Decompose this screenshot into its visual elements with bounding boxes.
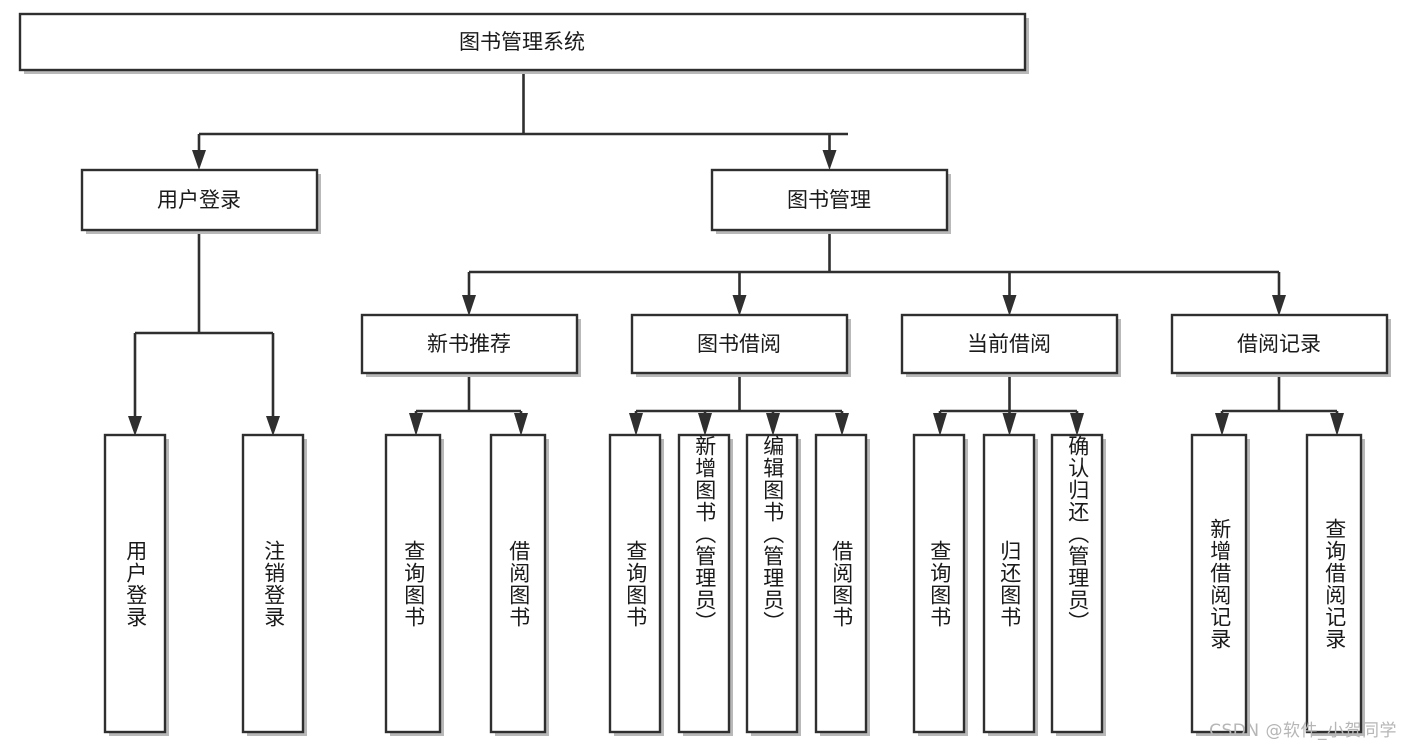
arrow-head-leaf-currentborrow-2 xyxy=(1002,413,1017,436)
node-user-login-label: 用户登录 xyxy=(157,188,241,212)
leaf-new-book-2-rect[interactable] xyxy=(489,433,547,734)
node-current-borrow-rect[interactable] xyxy=(900,313,1119,375)
leaf-book-borrow-4-rect[interactable] xyxy=(814,433,868,734)
leaf-book-borrow-2-rect[interactable] xyxy=(677,433,731,734)
node-root[interactable]: 图书管理系统 xyxy=(18,12,1029,74)
leaf-current-borrow-1[interactable] xyxy=(912,433,968,736)
node-new-book-recommend-label: 新书推荐 xyxy=(427,332,511,356)
arrow-head-borrowrecord xyxy=(1272,295,1286,316)
leaf-user-login-2-rect[interactable] xyxy=(241,433,305,734)
arrow-head-userlogin xyxy=(192,150,206,170)
leaf-book-borrow-1-rect[interactable] xyxy=(608,433,662,734)
arrow-head-leaf-borrowrecord-1 xyxy=(1215,413,1229,436)
leaf-new-book-2[interactable] xyxy=(489,433,549,736)
csdn-watermark: CSDN @软件_小贺同学 xyxy=(1209,721,1397,741)
node-user-login-rect[interactable] xyxy=(80,168,319,232)
node-book-borrow-label: 图书借阅 xyxy=(697,332,781,356)
node-root-label: 图书管理系统 xyxy=(459,30,585,54)
arrow-head-leaf-bookborrow-2 xyxy=(698,413,712,436)
arrow-head-newbook xyxy=(462,295,476,316)
leaf-borrow-record-1-rect[interactable] xyxy=(1190,433,1248,734)
node-root-rect[interactable] xyxy=(18,12,1027,72)
leaf-current-borrow-2[interactable] xyxy=(982,433,1038,736)
leaf-book-borrow-2[interactable] xyxy=(677,433,733,736)
node-book-management-label: 图书管理 xyxy=(787,188,871,212)
node-borrow-record-label: 借阅记录 xyxy=(1237,332,1321,356)
leaf-current-borrow-2-rect[interactable] xyxy=(982,433,1036,734)
leaf-current-borrow-3[interactable] xyxy=(1050,433,1106,736)
node-book-borrow[interactable]: 图书借阅 xyxy=(630,313,851,377)
leaf-new-book-1[interactable] xyxy=(384,433,444,736)
arrow-head-bookborrow xyxy=(732,295,747,316)
node-current-borrow[interactable]: 当前借阅 xyxy=(900,313,1121,377)
leaf-borrow-record-2-rect[interactable] xyxy=(1305,433,1363,734)
arrow-head-leaf-currentborrow-3 xyxy=(1070,413,1084,436)
arrow-head-leaf-user-login-1 xyxy=(128,416,142,436)
node-new-book-recommend-rect[interactable] xyxy=(360,313,579,375)
edge-group xyxy=(128,71,1344,436)
node-current-borrow-label: 当前借阅 xyxy=(967,332,1051,356)
arrow-head-leaf-newbook-2 xyxy=(514,413,528,436)
node-book-borrow-rect[interactable] xyxy=(630,313,849,375)
leaf-user-login-2[interactable] xyxy=(241,433,307,736)
leaf-book-borrow-1[interactable] xyxy=(608,433,664,736)
leaf-current-borrow-1-rect[interactable] xyxy=(912,433,966,734)
leaf-user-login-1-rect[interactable] xyxy=(103,433,167,734)
leaf-book-borrow-3-rect[interactable] xyxy=(745,433,799,734)
node-book-management-rect[interactable] xyxy=(710,168,949,232)
arrow-head-leaf-user-login-2 xyxy=(266,416,280,436)
node-borrow-record-rect[interactable] xyxy=(1170,313,1389,375)
leaf-book-borrow-3[interactable] xyxy=(745,433,801,736)
node-book-management[interactable]: 图书管理 xyxy=(710,168,951,234)
leaf-user-login-1[interactable] xyxy=(103,433,169,736)
leaf-current-borrow-3-rect[interactable] xyxy=(1050,433,1104,734)
node-new-book-recommend[interactable]: 新书推荐 xyxy=(360,313,581,377)
arrow-head-leaf-newbook-1 xyxy=(409,413,423,436)
leaf-borrow-record-1[interactable] xyxy=(1190,433,1250,736)
arrow-head-leaf-borrowrecord-2 xyxy=(1330,413,1344,436)
leaf-new-book-1-rect[interactable] xyxy=(384,433,442,734)
arrow-head-currentborrow xyxy=(1002,295,1017,316)
arrow-head-bookmgmt xyxy=(822,150,837,170)
node-borrow-record[interactable]: 借阅记录 xyxy=(1170,313,1391,377)
node-user-login[interactable]: 用户登录 xyxy=(80,168,321,234)
leaf-book-borrow-4[interactable] xyxy=(814,433,870,736)
arrow-head-leaf-bookborrow-1 xyxy=(629,413,643,436)
arrow-head-leaf-bookborrow-3 xyxy=(766,413,780,436)
leaf-borrow-record-2[interactable] xyxy=(1305,433,1365,736)
arrow-head-leaf-bookborrow-4 xyxy=(835,413,849,436)
arrow-head-leaf-currentborrow-1 xyxy=(933,413,947,436)
